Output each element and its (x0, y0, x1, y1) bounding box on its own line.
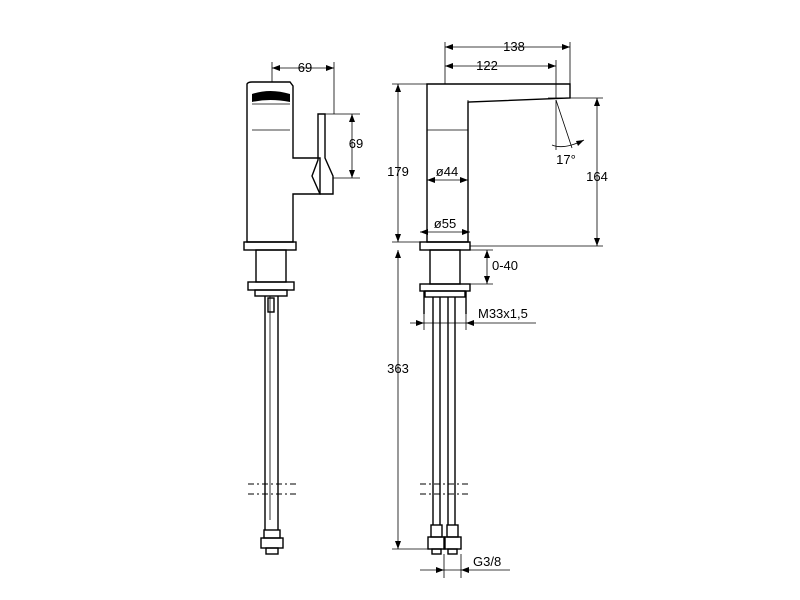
dim-label-body-diameter: ø44 (436, 164, 458, 179)
front-fitting-nut-right (443, 536, 462, 550)
lever-handle (311, 113, 334, 195)
side-fitting-nut (260, 537, 284, 549)
dim-label-deck-thickness: 0-40 (492, 258, 518, 273)
side-nut (247, 281, 295, 291)
side-fitting-tip (265, 547, 279, 555)
side-shank (255, 249, 287, 283)
dim-label-thread: M33x1,5 (478, 306, 528, 321)
front-washer (424, 290, 466, 298)
front-nut (419, 283, 471, 292)
side-view: 69 69 (243, 60, 363, 555)
front-fitting-nut-left (427, 536, 446, 550)
dim-label-base-diameter: ø55 (434, 216, 456, 231)
front-shank (429, 249, 461, 285)
dim-label-overall-reach: 138 (503, 39, 525, 54)
dim-label-side-width: 69 (298, 60, 312, 75)
side-rod-cap (267, 297, 275, 313)
side-washer (254, 289, 288, 297)
dim-label-spout-reach: 122 (476, 58, 498, 73)
dim-label-lever-height: 69 (349, 136, 363, 151)
dim-label-height: 179 (387, 164, 409, 179)
side-base-plate (243, 241, 297, 251)
angle-flow-line (555, 99, 573, 149)
side-cap-shade (252, 91, 290, 102)
front-view: 138 122 179 164 17° ø44 (387, 39, 608, 578)
dim-label-hose-length: 363 (387, 361, 409, 376)
side-fitting-upper (263, 529, 281, 539)
dim-label-spout-height: 164 (586, 169, 608, 184)
side-body-outline (246, 81, 321, 243)
front-fitting-right (446, 524, 459, 538)
dim-label-angle: 17° (556, 152, 576, 167)
dim-label-connection: G3/8 (473, 554, 501, 569)
front-base-plate (419, 241, 471, 251)
front-fitting-left (430, 524, 443, 538)
